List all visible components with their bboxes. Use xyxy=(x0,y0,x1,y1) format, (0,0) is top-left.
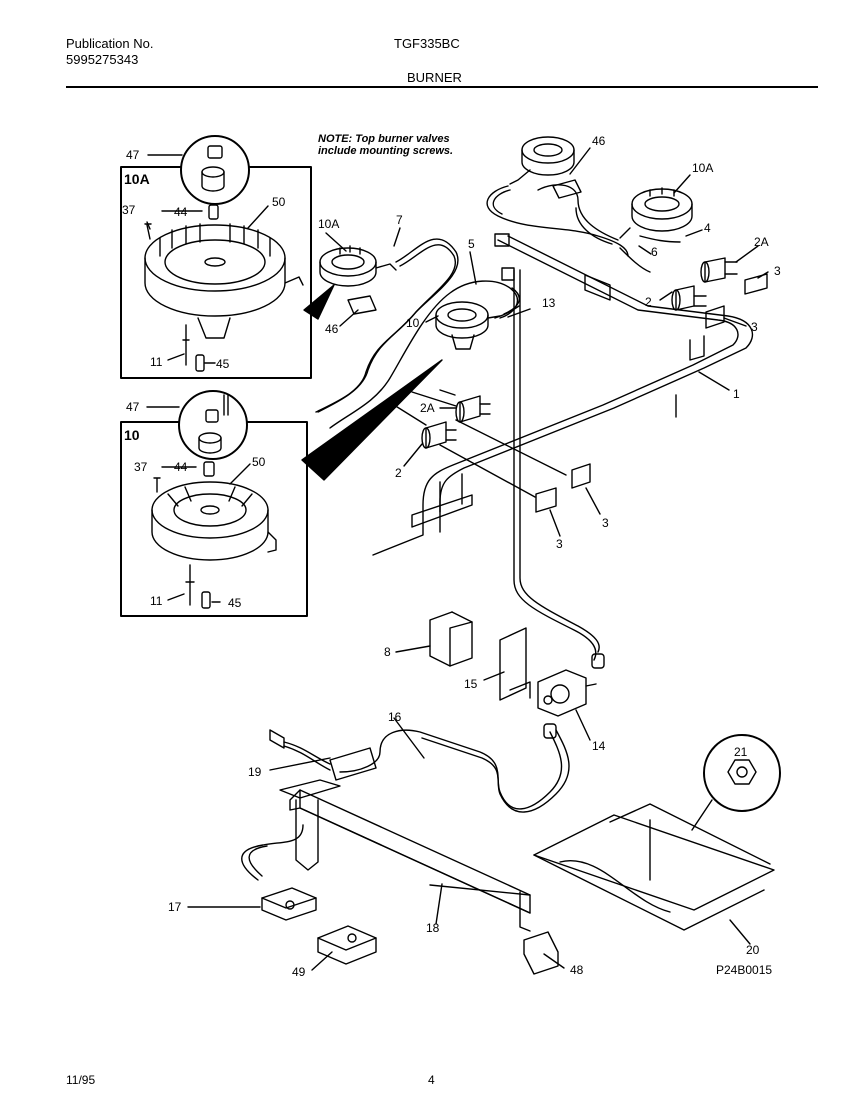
callout-2-right: 2 xyxy=(645,295,652,309)
publication-label: Publication No. xyxy=(66,36,154,51)
callout-47b: 47 xyxy=(126,400,140,414)
callout-labels: 47 10A 37 44 50 11 45 47 10 37 44 50 11 … xyxy=(122,134,781,979)
section-title: BURNER xyxy=(407,70,462,85)
callout-20: 20 xyxy=(746,943,760,957)
footer-date: 11/95 xyxy=(66,1073,96,1087)
callout-46b: 46 xyxy=(325,322,339,336)
callout-15: 15 xyxy=(464,677,478,691)
callout-46a: 46 xyxy=(592,134,606,148)
callout-37a: 37 xyxy=(122,203,136,217)
footer-page-number: 4 xyxy=(428,1073,435,1087)
callout-14: 14 xyxy=(592,739,606,753)
callout-19: 19 xyxy=(248,765,262,779)
callout-4: 4 xyxy=(704,221,711,235)
callout-49: 49 xyxy=(292,965,306,979)
callout-11b: 11 xyxy=(150,594,163,608)
note-text: NOTE: Top burner valves include mounting… xyxy=(318,133,478,157)
callout-3-mid-2: 3 xyxy=(556,537,563,551)
callout-1: 1 xyxy=(733,387,740,401)
callout-2A-right: 2A xyxy=(754,235,769,249)
model-number: TGF335BC xyxy=(394,36,460,51)
note-line-2: include mounting screws. xyxy=(318,145,454,157)
callout-16: 16 xyxy=(388,710,402,724)
callout-2-left: 2 xyxy=(395,466,402,480)
figure-code: P24B0015 xyxy=(716,963,772,977)
callout-3-right-2: 3 xyxy=(751,320,758,334)
callout-45b: 45 xyxy=(228,596,242,610)
callout-21: 21 xyxy=(734,745,748,759)
callout-2A-left: 2A xyxy=(420,401,435,415)
callout-17: 17 xyxy=(168,900,182,914)
callout-6: 6 xyxy=(651,245,658,259)
callout-10A-box: 10A xyxy=(124,171,150,187)
note-line-1: NOTE: Top burner valves xyxy=(318,133,450,145)
callout-44b: 44 xyxy=(174,460,188,474)
callout-7: 7 xyxy=(396,213,403,227)
callout-45a: 45 xyxy=(216,357,230,371)
callout-18: 18 xyxy=(426,921,440,935)
publication-number: 5995275343 xyxy=(66,52,139,67)
callout-3-right-1: 3 xyxy=(774,264,781,278)
callout-10A-right: 10A xyxy=(692,161,713,175)
callout-48: 48 xyxy=(570,963,584,977)
callout-11a: 11 xyxy=(150,355,163,369)
callout-50a: 50 xyxy=(272,195,286,209)
callout-47a: 47 xyxy=(126,148,140,162)
callout-37b: 37 xyxy=(134,460,148,474)
callout-13: 13 xyxy=(542,296,556,310)
callout-10: 10 xyxy=(406,316,420,330)
callout-10A-left: 10A xyxy=(318,217,339,231)
callout-10-box: 10 xyxy=(124,427,140,443)
callout-44a: 44 xyxy=(174,205,188,219)
callout-50b: 50 xyxy=(252,455,266,469)
callout-3-mid-1: 3 xyxy=(602,516,609,530)
callout-5: 5 xyxy=(468,237,475,251)
detail-box-10 xyxy=(120,390,308,617)
header-rule xyxy=(66,86,818,88)
callout-8: 8 xyxy=(384,645,391,659)
detail-box-10A xyxy=(120,135,312,379)
